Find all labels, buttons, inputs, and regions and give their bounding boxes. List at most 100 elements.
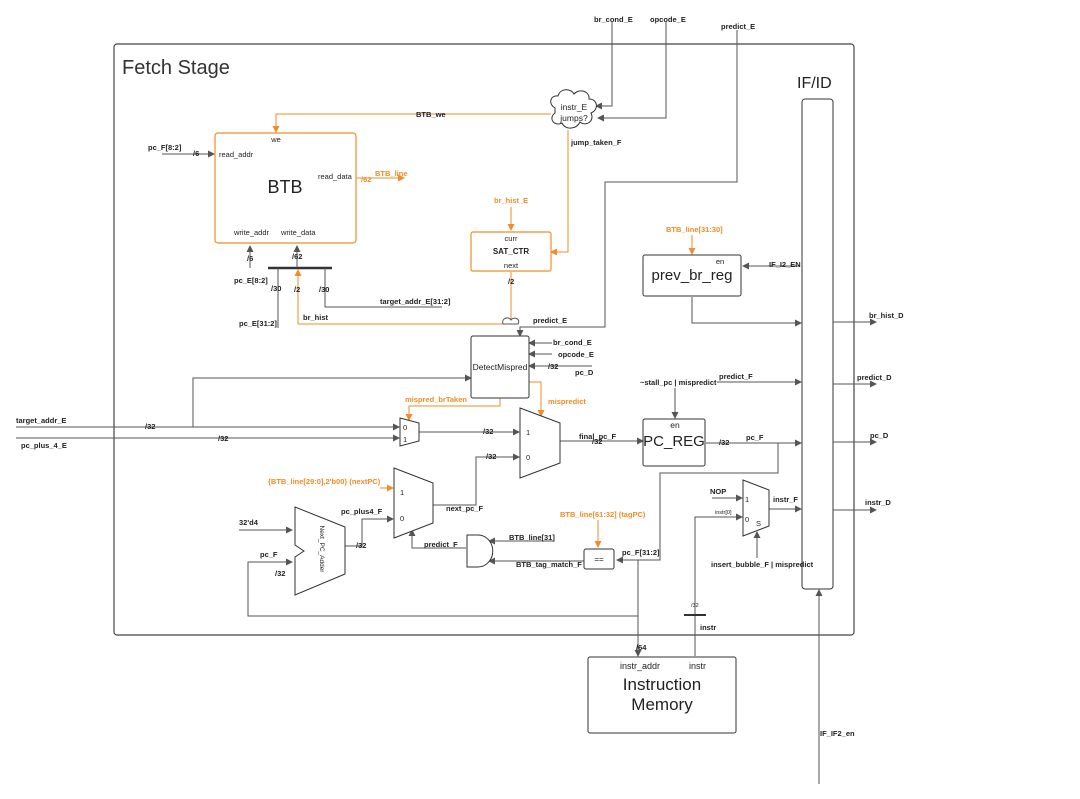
label-br-hist-e: br_hist_E [494,196,528,205]
label-predict-e-top: predict_E [721,22,755,31]
label-pc-f-8-2: pc_F[8:2] [148,143,182,152]
label-width-32-plus4: /32 [218,434,228,443]
label-width-32-final: /32 [592,437,602,446]
label-pc-f-31-2: pc_F[31:2] [622,548,660,557]
pc-reg-title: PC_REG [643,433,705,450]
label-btb-line-31: BTB_line[31] [509,533,555,542]
mux0-in1: 1 [403,435,407,444]
btb-title: BTB [267,177,302,197]
label-width-32-adder: /32 [356,541,366,550]
label-opcode-e-mid: opcode_E [558,350,594,359]
imem-title-line2: Memory [631,695,693,714]
label-width-32-pcf: /32 [275,569,285,578]
mux-instr: 1 0 S [742,479,770,537]
label-br-hist-d: br_hist_D [869,311,904,320]
wires [16,22,877,784]
prev-br-reg-en: en [716,257,724,266]
sat-ctr-block: curr SAT_CTR next [470,231,552,272]
label-predict-e-mid: predict_E [533,316,567,325]
prev-br-reg-title: prev_br_reg [652,267,733,284]
label-width-32-mux1: /32 [483,427,493,436]
label-br-hist: br_hist [303,313,329,322]
sat-next-port: next [504,261,519,270]
instruction-memory-block: instr_addr instr Instruction Memory [587,656,737,734]
label-width-32-instr: /32 [691,603,699,609]
fetch-stage-title: Fetch Stage [122,57,230,79]
label-target-addr-e-31-2: target_addr_E[31:2] [380,297,451,306]
label-next-pc-f: next_pc_F [446,504,484,513]
mux1-in1: 1 [526,428,530,437]
label-width-64: /64 [636,643,647,652]
label-predict-d: predict_D [857,373,892,382]
mux3-in0: 0 [745,515,749,524]
predict-junction-shape [502,317,520,325]
prev-br-reg-block: en prev_br_reg [642,254,742,297]
instr-jumps-cloud: instr_E jumps? [550,89,597,129]
pc-reg-en: en [670,420,680,430]
label-pc-d-right: pc_D [870,431,889,440]
label-jump-taken-f: jump_taken_F [570,138,622,147]
imem-addr-port: instr_addr [620,661,660,671]
next-pc-adder: Next_PC_Adder [294,506,346,596]
mux0-in0: 0 [403,423,407,432]
btb-read-addr-port: read_addr [219,150,254,159]
and-gate [466,534,494,568]
label-btb-we: BTB_we [416,110,446,119]
adder-title: Next_PC_Adder [318,526,325,574]
label-br-cond-e-top: br_cond_E [594,15,633,24]
label-pc-f-left: pc_F [260,550,278,559]
label-pc-e-8-2: pc_E[8:2] [234,276,268,285]
label-width-62a: /62 [361,175,371,184]
pc-reg-block: en PC_REG [642,418,706,467]
label-btb-tag-match-f: BTB_tag_match_F [516,560,582,569]
detect-mispred-title: DetectMispred [473,362,528,372]
if-id-register [801,98,834,590]
label-if-if2-en: IF_IF2_en [820,729,855,738]
label-btb-nextpc: {BTB_line[29:0],2'b00} (nextPC) [268,477,381,486]
label-pc-plus-4-e: pc_plus_4_E [21,441,67,450]
label-target-addr-e: target_addr_E [16,416,66,425]
mux1-in0: 0 [526,453,530,462]
label-pc-d: pc_D [575,368,594,377]
label-btb-line-31-30: BTB_line[31:30] [666,225,723,234]
imem-instr-port: instr [689,661,706,671]
label-width-62b: /62 [292,252,302,261]
label-pc-f-right: pc_F [746,433,764,442]
if-id-title: IF/ID [797,75,832,92]
label-instr-0: instr[0] [715,510,732,516]
label-width-32-target: /32 [145,422,155,431]
btb-write-data-port: write_data [280,228,316,237]
label-width-30b: /30 [319,285,329,294]
detect-mispred-block: DetectMispred [470,335,530,399]
label-pc-plus4-f: pc_plus4_F [341,507,383,516]
label-instr-d: instr_D [865,498,891,507]
label-width-32-pcreg: /32 [719,438,729,447]
mux3-select: S [756,519,761,528]
label-width-2a: /2 [294,285,300,294]
label-if-i2-en: IF_I2_EN [769,260,801,269]
label-width-32-detect: /32 [548,362,558,371]
mux-target-select: 0 1 [399,417,420,447]
label-opcode-e-top: opcode_E [650,15,686,24]
sat-curr-port: curr [505,234,518,243]
label-width-32-mux2: /32 [486,452,496,461]
label-br-cond-e-mid: br_cond_E [553,338,592,347]
btb-read-data-port: read_data [318,172,353,181]
signal-labels: br_cond_E opcode_E predict_E BTB_we jump… [16,15,904,738]
orange-wires [272,113,696,548]
label-mispredict: mispredict [548,397,586,406]
tag-comparator: == [583,548,615,570]
label-predict-f-mid: predict_F [424,540,458,549]
mux-next-pc: 1 0 [393,467,434,539]
label-btb-line: BTB_line [375,169,408,178]
label-width-2b: /2 [508,277,514,286]
cloud-line1: instr_E [561,102,588,112]
label-instr-f: instr_F [773,495,798,504]
mux2-in1: 1 [400,488,404,497]
btb-write-addr-port: write_addr [233,228,270,237]
label-width-6b: /6 [247,254,253,263]
label-width-6a: /6 [193,149,199,158]
comparator-symbol: == [594,555,604,564]
label-insert-bubble: insert_bubble_F | mispredict [711,560,814,569]
label-pc-e-31-2: pc_E[31:2] [239,319,277,328]
